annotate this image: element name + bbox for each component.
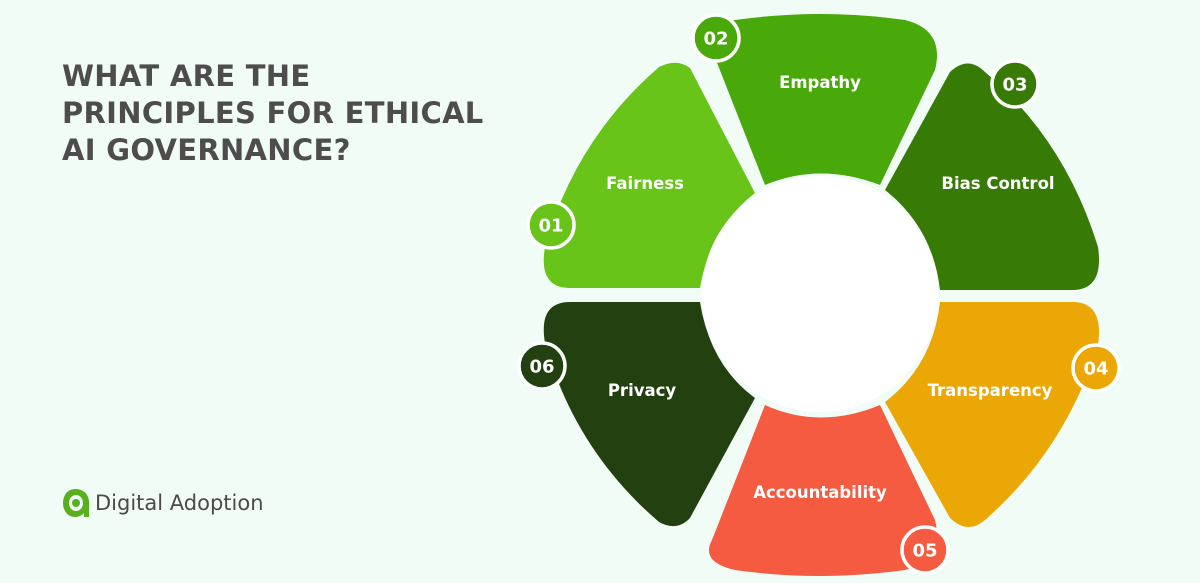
segment-accountability: Accountability bbox=[708, 405, 937, 576]
segment-bias-control: Bias Control bbox=[885, 63, 1100, 290]
badge-04: 04 bbox=[1071, 343, 1121, 393]
brand: Digital Adoption bbox=[62, 487, 264, 519]
number-badge-label: 02 bbox=[703, 29, 728, 50]
segment-privacy: Privacy bbox=[543, 302, 755, 527]
number-badge-label: 04 bbox=[1083, 359, 1108, 380]
number-badge-circle bbox=[1071, 343, 1121, 393]
segment-label: Privacy bbox=[608, 381, 677, 400]
number-badge-circle bbox=[526, 200, 576, 250]
number-badge-circle bbox=[990, 59, 1040, 109]
center-circle bbox=[702, 176, 938, 412]
segment-shape bbox=[543, 62, 755, 288]
segment-label: Fairness bbox=[606, 174, 684, 193]
digital-adoption-logo-icon bbox=[63, 489, 89, 517]
page-title: WHAT ARE THE PRINCIPLES FOR ETHICAL AI G… bbox=[62, 59, 484, 167]
number-badge-circle bbox=[900, 525, 950, 575]
segment-label: Accountability bbox=[753, 483, 887, 502]
segment-label: Transparency bbox=[928, 381, 1053, 400]
number-badge-circle bbox=[691, 13, 741, 63]
number-badge-label: 05 bbox=[912, 541, 937, 562]
segment-shape bbox=[543, 302, 755, 527]
badge-06: 06 bbox=[517, 341, 567, 391]
segment-shape bbox=[885, 302, 1100, 528]
badge-01: 01 bbox=[526, 200, 576, 250]
number-badge-label: 03 bbox=[1002, 75, 1027, 96]
number-badge-label: 01 bbox=[538, 216, 563, 237]
segment-label: Empathy bbox=[779, 73, 861, 92]
segment-shape bbox=[885, 63, 1100, 290]
segment-shape bbox=[708, 405, 937, 576]
segment-fairness: Fairness bbox=[543, 62, 755, 288]
segment-label: Bias Control bbox=[941, 174, 1054, 193]
badge-03: 03 bbox=[990, 59, 1040, 109]
segment-shape bbox=[708, 14, 937, 185]
badge-02: 02 bbox=[691, 13, 741, 63]
segment-transparency: Transparency bbox=[885, 302, 1100, 528]
brand-name: Digital Adoption bbox=[95, 491, 264, 515]
badge-05: 05 bbox=[900, 525, 950, 575]
segment-empathy: Empathy bbox=[708, 14, 937, 185]
number-badge-label: 06 bbox=[529, 357, 554, 378]
number-badge-circle bbox=[517, 341, 567, 391]
